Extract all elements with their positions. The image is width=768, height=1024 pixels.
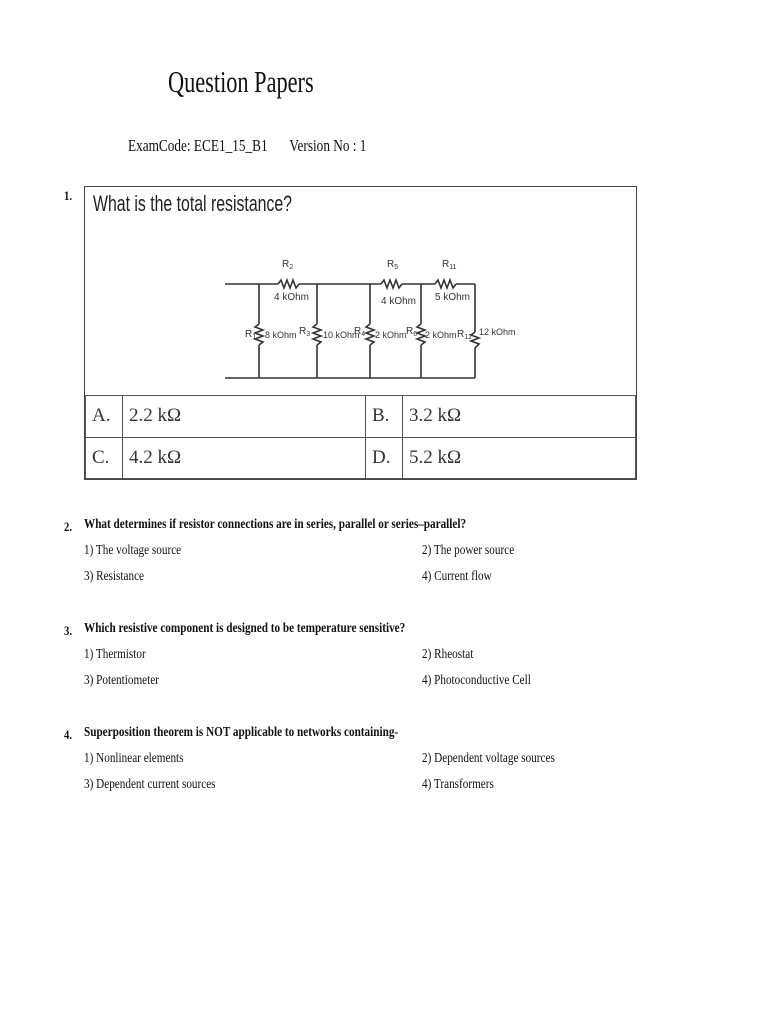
question-1-options: A. 2.2 kΩ B. 3.2 kΩ C. 4.2 kΩ D. 5.2 kΩ: [85, 395, 636, 479]
question-4-option-2: 2) Dependent voltage sources: [422, 751, 555, 766]
r4-name: R4: [354, 326, 365, 338]
circuit-diagram: R2 4 kOhm R5 4 kOhm R11 5 kOhm R1 8 kOhm…: [225, 259, 516, 379]
option-b-letter: B.: [365, 395, 403, 438]
option-c-letter: C.: [85, 436, 123, 479]
question-4-option-1: 1) Nonlinear elements: [84, 751, 184, 766]
page-title: Question Papers: [168, 64, 314, 99]
r2-value: 4 kOhm: [274, 292, 309, 303]
question-2-option-1: 1) The voltage source: [84, 543, 182, 558]
question-4-option-4: 4) Transformers: [422, 777, 494, 792]
r1-name: R1: [245, 329, 256, 341]
r12-name: R12: [457, 329, 472, 341]
question-3-text: Which resistive component is designed to…: [84, 621, 406, 636]
option-c-value: 4.2 kΩ: [122, 436, 366, 479]
r11-value: 5 kOhm: [435, 292, 470, 303]
question-2-option-4: 4) Current flow: [422, 569, 492, 584]
question-4-text: Superposition theorem is NOT applicable …: [84, 725, 399, 740]
r5-value: 4 kOhm: [381, 296, 416, 307]
question-2-text: What determines if resistor connections …: [84, 517, 467, 532]
question-4-option-3: 3) Dependent current sources: [84, 777, 216, 792]
r5-name: R5: [387, 259, 398, 271]
r1-value: 8 kOhm: [265, 330, 297, 340]
question-4-number: 4.: [64, 727, 72, 742]
r3-name: R3: [299, 326, 310, 338]
r3-value: 10 kOhm: [323, 330, 360, 340]
question-3-option-1: 1) Thermistor: [84, 647, 146, 662]
option-a-value: 2.2 kΩ: [122, 395, 366, 438]
question-3-option-2: 2) Rheostat: [422, 647, 474, 662]
r6-name: R6: [406, 326, 417, 338]
option-b-value: 3.2 kΩ: [402, 395, 636, 438]
option-d-letter: D.: [365, 436, 403, 479]
question-2-option-3: 3) Resistance: [84, 569, 145, 584]
r12-value: 12 kOhm: [479, 327, 516, 337]
question-3-number: 3.: [64, 623, 72, 638]
r4-value: 2 kOhm: [375, 330, 407, 340]
question-3-option-3: 3) Potentiometer: [84, 673, 159, 688]
version-number: Version No : 1: [289, 136, 367, 155]
r2-name: R2: [282, 259, 293, 271]
exam-code: ExamCode: ECE1_15_B1: [128, 136, 268, 155]
question-2-number: 2.: [64, 519, 72, 534]
option-d-value: 5.2 kΩ: [402, 436, 636, 479]
r11-name: R11: [442, 259, 457, 271]
question-2-option-2: 2) The power source: [422, 543, 515, 558]
question-1-image: What is the total resistance?: [84, 186, 637, 480]
exam-info: ExamCode: ECE1_15_B1 Version No : 1: [128, 136, 366, 156]
question-1-number: 1.: [64, 188, 72, 203]
question-3-option-4: 4) Photoconductive Cell: [422, 673, 531, 688]
question-1-text: What is the total resistance?: [93, 191, 292, 216]
r6-value: 2 kOhm: [425, 330, 457, 340]
option-a-letter: A.: [85, 395, 123, 438]
